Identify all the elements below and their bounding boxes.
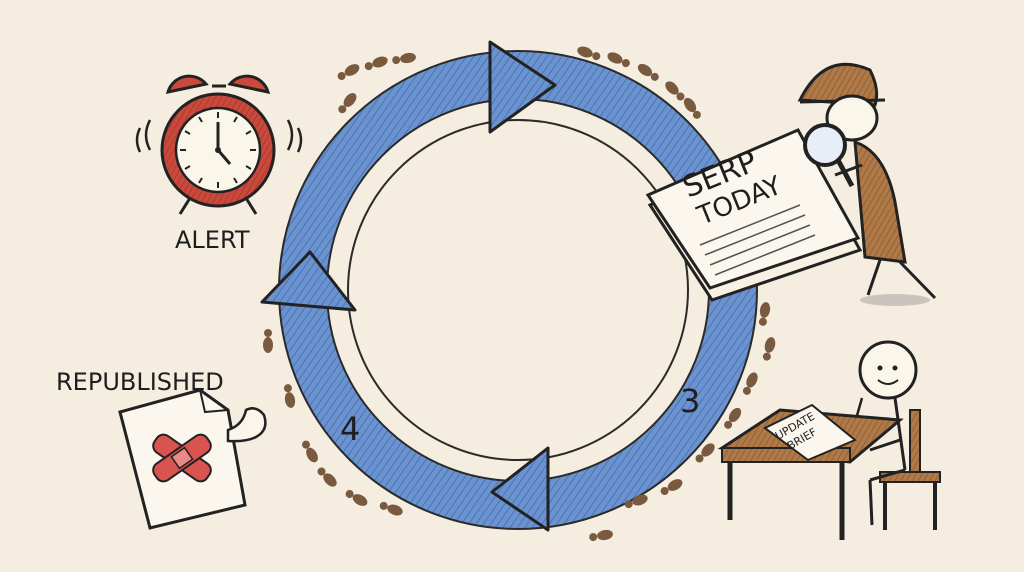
alarm-clock-icon: [135, 74, 303, 215]
arrowhead-top: [488, 40, 557, 134]
cycle-ring: [278, 50, 758, 530]
detective-with-magnifying-glass-icon: [797, 62, 937, 306]
person-writing-at-desk-icon: [717, 340, 941, 540]
step-number-3: 3: [680, 382, 700, 420]
arrowhead-left: [260, 250, 357, 312]
newspaper-icon: [645, 128, 863, 302]
patched-document-with-flexed-arm-icon: [118, 388, 267, 530]
alert-label: ALERT: [175, 226, 250, 254]
arrowhead-bottom: [490, 446, 550, 532]
step-number-4: 4: [340, 410, 360, 448]
